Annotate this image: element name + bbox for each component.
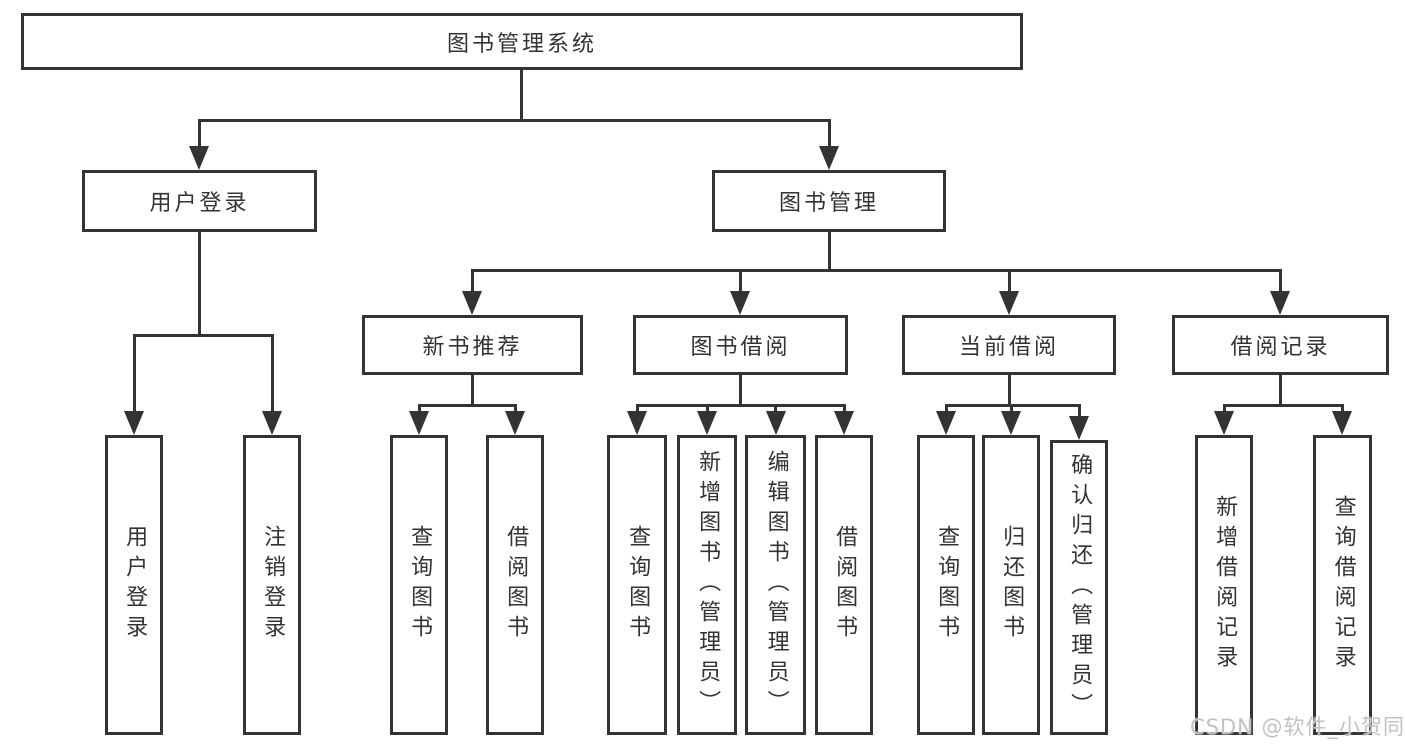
connector-drop-book-borrow [739,269,742,294]
connector-book-mgmt-stem [828,232,831,272]
connector-level3-horizontal [471,269,1282,272]
connector-drop-borrow-books [843,404,846,414]
leaf-confirm-return-admin: 确认归还（管理员） [1050,440,1108,735]
connector-borrow-records-stem [1279,375,1282,407]
connector-user-login-stem [198,232,201,337]
connector-drop-new-book [471,269,474,294]
arrowhead-add-books [697,411,717,435]
leaf-query-books-recommend-label: 查询图书 [407,525,433,645]
connector-drop-return-books [1010,404,1013,414]
connector-user-login-horizontal [133,334,274,337]
node-book-borrow: 图书借阅 [633,315,848,375]
arrowhead-leaf-user-login [124,411,144,435]
connector-drop-confirm-return [1078,404,1081,419]
arrowhead-query-borrow [627,411,647,435]
connector-root-stem [520,70,523,119]
arrowhead-edit-books [766,411,786,435]
connector-new-book-stem [471,375,474,407]
connector-drop-user-login [198,119,201,149]
arrowhead-borrow-books [834,411,854,435]
connector-drop-add-books [706,404,709,414]
connector-drop-borrow-recommend [514,404,517,414]
connector-book-borrow-stem [739,375,742,407]
arrowhead-book-borrow [730,291,750,315]
leaf-user-login-label: 用户登录 [122,525,148,645]
connector-current-borrow-stem [1008,375,1011,407]
arrowhead-query-current [936,411,956,435]
leaf-logout-label: 注销登录 [260,525,286,645]
leaf-add-borrow-record: 新增借阅记录 [1195,435,1253,735]
csdn-watermark: CSDN @软件_小贺同学 [1190,715,1405,739]
arrowhead-query-recommend [409,411,429,435]
leaf-borrow-books-recommend: 借阅图书 [486,435,544,735]
leaf-borrow-books: 借阅图书 [815,435,873,735]
connector-borrow-records-horizontal [1223,404,1344,407]
connector-drop-add-record [1223,404,1226,414]
connector-drop-query-current [945,404,948,414]
leaf-borrow-books-recommend-label: 借阅图书 [503,525,529,645]
leaf-add-borrow-record-label: 新增借阅记录 [1212,495,1238,675]
connector-drop-leaf-logout [271,334,274,414]
leaf-query-borrow-record-label: 查询借阅记录 [1330,495,1356,675]
leaf-add-books-admin: 新增图书（管理员） [677,435,737,735]
arrowhead-confirm-return [1069,416,1089,440]
arrowhead-user-login [189,146,209,170]
leaf-return-books: 归还图书 [982,435,1040,735]
node-book-management: 图书管理 [712,170,946,232]
leaf-user-login: 用户登录 [105,435,163,735]
arrowhead-book-mgmt [819,146,839,170]
leaf-edit-books-admin: 编辑图书（管理员） [745,435,806,735]
leaf-query-books-borrow: 查询图书 [607,435,667,735]
arrowhead-return-books [1001,411,1021,435]
leaf-add-books-admin-label: 新增图书（管理员） [695,450,721,720]
connector-book-borrow-horizontal [636,404,846,407]
arrowhead-query-record [1332,411,1352,435]
leaf-logout: 注销登录 [243,435,301,735]
connector-drop-book-mgmt [828,119,831,149]
leaf-query-books-borrow-label: 查询图书 [625,525,651,645]
leaf-query-borrow-record: 查询借阅记录 [1313,435,1372,735]
node-root-library-system: 图书管理系统 [21,13,1023,70]
connector-drop-query-recommend [418,404,421,414]
connector-drop-current-borrow [1008,269,1011,294]
arrowhead-leaf-logout [262,411,282,435]
connector-drop-borrow-records [1279,269,1282,294]
connector-drop-query-record [1341,404,1344,414]
leaf-edit-books-admin-label: 编辑图书（管理员） [763,450,789,720]
connector-new-book-horizontal [418,404,517,407]
connector-current-borrow-horizontal [945,404,1081,407]
connector-drop-leaf-user-login [133,334,136,414]
leaf-query-books-current: 查询图书 [917,435,975,735]
connector-drop-edit-books [774,404,777,414]
leaf-borrow-books-label: 借阅图书 [832,525,858,645]
node-current-borrow: 当前借阅 [902,315,1116,375]
arrowhead-borrow-recommend [505,411,525,435]
leaf-return-books-label: 归还图书 [999,525,1025,645]
node-borrow-records: 借阅记录 [1172,315,1389,375]
node-user-login: 用户登录 [82,170,317,232]
arrowhead-add-record [1214,411,1234,435]
leaf-query-books-current-label: 查询图书 [934,525,960,645]
leaf-confirm-return-admin-label: 确认归还（管理员） [1067,452,1093,723]
arrowhead-new-book [462,291,482,315]
connector-level2-horizontal [198,119,831,122]
leaf-query-books-recommend: 查询图书 [390,435,448,735]
arrowhead-current-borrow [999,291,1019,315]
connector-drop-query-borrow [636,404,639,414]
arrowhead-borrow-records [1270,291,1290,315]
node-new-book-recommend: 新书推荐 [362,315,583,375]
